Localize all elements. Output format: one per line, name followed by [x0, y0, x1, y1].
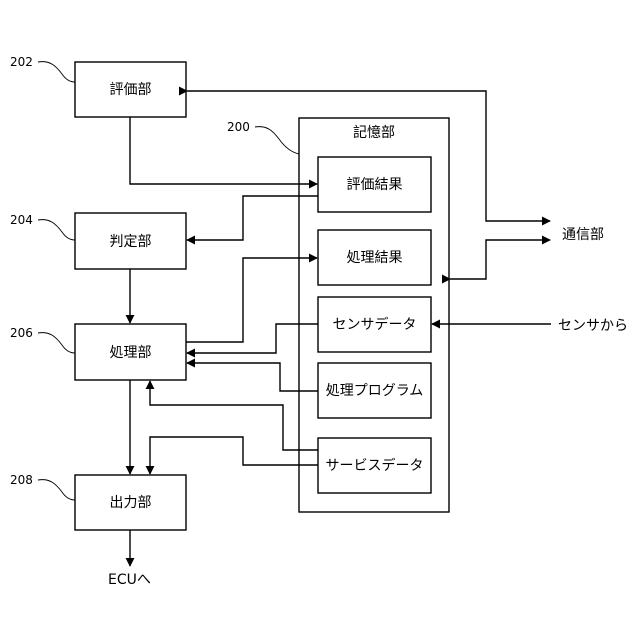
leader-judgment-unit: [38, 220, 75, 240]
to-ecu-label: ECUへ: [108, 572, 151, 588]
ref-output-unit: 208: [10, 473, 33, 487]
leader-output-unit: [38, 480, 75, 500]
evaluation-unit-label: 評価部: [110, 82, 152, 98]
ref-evaluation-unit: 202: [10, 55, 33, 69]
judgment-unit-label: 判定部: [110, 234, 152, 250]
processing-program-label: 処理プログラム: [326, 383, 424, 399]
from-sensor-label: センサから: [558, 318, 628, 334]
processing-result-label: 処理結果: [347, 250, 403, 266]
arrow-processing-to-result: [186, 258, 317, 342]
ref-storage: 200: [227, 120, 250, 134]
evaluation-result-label: 評価結果: [347, 177, 403, 193]
ref-processing-unit: 206: [10, 326, 33, 340]
arrow-storage-communication: [450, 240, 550, 279]
processing-unit-label: 処理部: [110, 345, 152, 361]
leader-evaluation-unit: [38, 62, 75, 82]
arrow-service-data-to-output: [150, 437, 318, 474]
leader-processing-unit: [38, 333, 75, 353]
sensor-data-label: センサデータ: [333, 316, 417, 333]
leader-storage: [255, 127, 299, 154]
output-unit-label: 出力部: [110, 495, 152, 511]
arrow-evaluation-to-result: [130, 117, 317, 184]
ref-judgment-unit: 204: [10, 213, 33, 227]
service-data-label: サービスデータ: [326, 457, 424, 474]
communication-unit-label: 通信部: [562, 227, 604, 243]
storage-title: 記憶部: [353, 124, 395, 141]
